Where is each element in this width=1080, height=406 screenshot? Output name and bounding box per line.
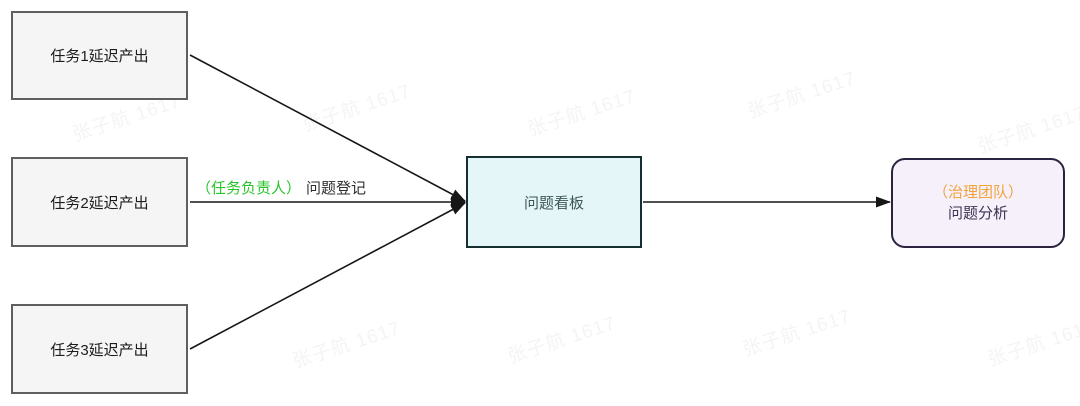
edge-task1-to-board [189,54,466,202]
node-problem-analysis[interactable]: （治理团队） 问题分析 [891,158,1065,248]
node-task2-delayed-output[interactable]: 任务2延迟产出 [11,157,188,247]
node-problem-board[interactable]: 问题看板 [466,156,642,248]
edge-task3-to-board [189,202,466,350]
node-analysis-team-role: （治理团队） [932,184,1023,201]
node-analysis-label: 问题分析 [947,205,1008,222]
edge-label-action: 问题登记 [306,180,367,197]
node-task1-delayed-output[interactable]: 任务1延迟产出 [11,11,188,100]
node-task3-label: 任务3延迟产出 [50,341,149,359]
node-task2-label: 任务2延迟产出 [50,194,149,212]
node-task3-delayed-output[interactable]: 任务3延迟产出 [11,304,188,394]
node-problem-board-label: 问题看板 [523,194,584,212]
edge-label-owner-role: （任务负责人） [196,180,302,197]
node-task1-label: 任务1延迟产出 [50,48,149,65]
edge-label-problem-register: （任务负责人）问题登记 [196,177,366,198]
